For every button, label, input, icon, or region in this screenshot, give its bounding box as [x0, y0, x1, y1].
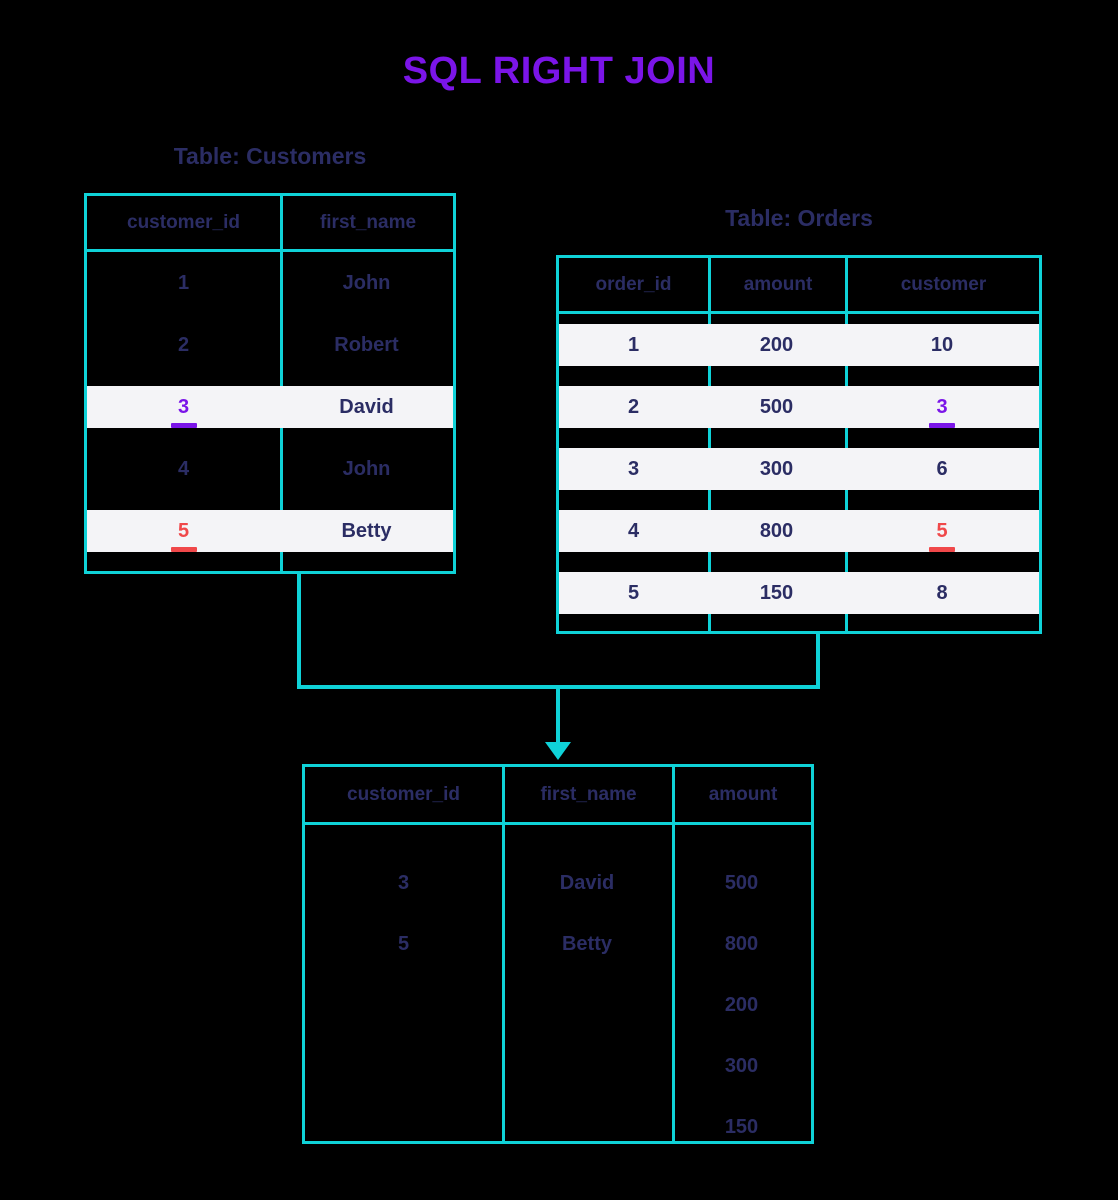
cell-first-name: David	[339, 395, 394, 418]
column-header-customer-id: customer_id	[127, 211, 240, 233]
cell-first-name: Robert	[334, 333, 399, 356]
result-table: customer_id first_name amount 3 David 500 5…	[302, 764, 814, 1144]
highlighted-key-value: 5	[936, 519, 948, 542]
table-row: 300	[305, 1036, 811, 1097]
cell-amount: 300	[759, 457, 794, 480]
result-table-body: 3 David 500 5 Betty 800 200 300 150	[305, 825, 811, 1144]
highlighted-key-value: 3	[177, 395, 190, 418]
table-row: 3 David	[87, 376, 453, 438]
cell-first-name: David	[559, 872, 615, 894]
column-header-amount: amount	[708, 258, 845, 311]
row-highlight-band	[559, 572, 1039, 614]
column-header-first-name: first_name	[280, 196, 453, 249]
row-highlight-band	[559, 324, 1039, 366]
cell-first-name: Betty	[561, 933, 612, 955]
cell-amount: 150	[759, 581, 794, 604]
cell-customer-id: 1	[177, 271, 190, 294]
cell-customer-id	[305, 975, 502, 1036]
table-row: 200	[305, 975, 811, 1036]
table-row: 5 Betty 800	[305, 914, 811, 975]
column-header-order-id: order_id	[595, 273, 672, 295]
cell-customer: 10	[930, 333, 954, 356]
table-row: 2 Robert	[87, 314, 453, 376]
customers-table-caption: Table: Customers	[173, 143, 367, 169]
orders-table: order_id amount customer 1 200 10 2 500 3 3 300…	[556, 255, 1042, 634]
table-row: 3 300 6	[559, 438, 1039, 500]
column-divider	[502, 825, 505, 1144]
cell-customer: 5	[845, 500, 1039, 562]
customers-table-header: customer_id first_name	[87, 196, 453, 252]
cell-amount: 300	[724, 1055, 759, 1077]
cell-amount: 200	[724, 994, 759, 1016]
table-row: 3 David 500	[305, 853, 811, 914]
row-highlight-band	[87, 510, 453, 552]
column-divider	[672, 825, 675, 1144]
cell-customer-id: 5	[87, 500, 280, 562]
cell-customer-id: 2	[177, 333, 190, 356]
cell-amount: 200	[759, 333, 794, 356]
cell-amount: 500	[759, 395, 794, 418]
cell-customer: 3	[845, 376, 1039, 438]
table-row: 4 800 5	[559, 500, 1039, 562]
row-highlight-band	[87, 386, 453, 428]
orders-table-caption: Table: Orders	[725, 205, 873, 231]
cell-customer-id: 5	[397, 933, 410, 955]
orders-table-body: 1 200 10 2 500 3 3 300 6 4 800 5 5 150 8	[559, 314, 1039, 634]
cell-customer: 6	[936, 457, 948, 480]
cell-customer-id: 3	[87, 376, 280, 438]
cell-customer-id: 3	[397, 872, 410, 894]
table-row: 5 Betty	[87, 500, 453, 562]
column-header-first-name: first_name	[502, 767, 672, 822]
cell-amount: 800	[724, 933, 759, 955]
table-row: 4 John	[87, 438, 453, 500]
connector-arrowhead	[545, 742, 571, 760]
row-highlight-band	[559, 510, 1039, 552]
column-header-customer-id: customer_id	[347, 783, 460, 805]
table-row: 2 500 3	[559, 376, 1039, 438]
cell-customer-id: 4	[177, 457, 190, 480]
cell-amount: 800	[759, 519, 794, 542]
cell-first-name	[502, 975, 672, 1036]
table-row: 150	[305, 1097, 811, 1158]
result-table-header: customer_id first_name amount	[305, 767, 811, 825]
highlighted-key-value: 5	[177, 519, 190, 542]
cell-first-name	[502, 1036, 672, 1097]
table-row: 1 John	[87, 252, 453, 314]
cell-order-id: 4	[627, 519, 640, 542]
cell-first-name: John	[342, 457, 391, 480]
cell-order-id: 1	[627, 333, 640, 356]
table-row: 5 150 8	[559, 562, 1039, 624]
orders-table-header: order_id amount customer	[559, 258, 1039, 314]
cell-amount: 500	[724, 872, 759, 894]
row-highlight-band	[559, 386, 1039, 428]
connector-customers-vertical	[297, 574, 301, 689]
row-highlight-band	[559, 448, 1039, 490]
cell-first-name: John	[342, 271, 391, 294]
cell-customer-id	[305, 1097, 502, 1158]
column-header-amount: amount	[672, 767, 811, 822]
cell-customer-id	[305, 1036, 502, 1097]
cell-first-name	[502, 1097, 672, 1158]
cell-customer: 8	[936, 581, 948, 604]
highlighted-key-value: 3	[936, 395, 948, 418]
column-header-customer: customer	[845, 258, 1039, 311]
connector-arrow-stem	[556, 689, 560, 745]
cell-first-name: Betty	[341, 519, 392, 542]
page-title: SQL RIGHT JOIN	[402, 50, 716, 92]
connector-horizontal-bar	[297, 685, 820, 689]
cell-order-id: 3	[627, 457, 640, 480]
cell-order-id: 2	[627, 395, 640, 418]
connector-orders-vertical	[816, 634, 820, 689]
cell-order-id: 5	[627, 581, 640, 604]
cell-amount: 150	[724, 1116, 759, 1138]
table-row: 1 200 10	[559, 314, 1039, 376]
